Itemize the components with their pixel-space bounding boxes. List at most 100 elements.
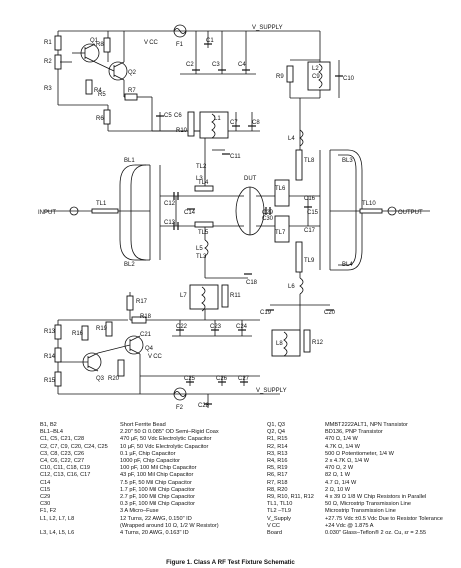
- part-ref: C15: [40, 486, 51, 493]
- part-description: MMBT2222ALT1, NPN Transistor: [325, 422, 408, 428]
- label-l4: L4: [288, 136, 295, 142]
- part-description: 2.7 pF, 100 Mil Chip Capacitor: [120, 494, 195, 501]
- part-description: 4.7 Ω, 1/4 W: [325, 479, 357, 486]
- part-ref: R3, R13: [267, 450, 288, 457]
- label-r3: R3: [44, 86, 52, 92]
- label-r5: R5: [98, 92, 106, 98]
- label-l3: L3: [196, 176, 203, 182]
- r13-resistor: [54, 324, 62, 340]
- part-description: 470 Ω, 1/4 W: [325, 436, 358, 443]
- l2-inductor-box: [307, 61, 331, 91]
- part-description: 43 pF, 100 Mil Chip Capacitor: [120, 472, 194, 479]
- label-c2: C2: [186, 62, 194, 68]
- label-q1: Q1: [90, 38, 99, 44]
- part-ref: BL1–BL4: [40, 429, 64, 436]
- label-r20: R20: [108, 376, 120, 382]
- r19-resistor: [105, 321, 113, 337]
- part-ref: C1, C5, C21, C28: [40, 436, 85, 443]
- q4-transistor: [124, 335, 144, 355]
- part-description: 3 A Micro–Fuse: [120, 508, 159, 515]
- figure-caption: Figure 1. Class A RF Test Fixture Schema…: [166, 559, 295, 566]
- parts-list-row: L3, L4, L5, L6 4 Turns, 20 AWG, 0.163" ID…: [40, 530, 450, 537]
- part-ref: V CC: [267, 522, 280, 529]
- label-r15: R15: [44, 378, 56, 384]
- part-description: 4 Turns, 20 AWG, 0.163" ID: [120, 530, 189, 537]
- part-ref: R5, R19: [267, 465, 288, 472]
- label-r4: R4: [94, 88, 102, 94]
- label-r12: R12: [312, 340, 324, 346]
- label-c15: C15: [307, 210, 319, 216]
- label-c30: C30: [262, 216, 274, 222]
- label-c25: C25: [184, 376, 196, 382]
- tl5-line: [194, 221, 214, 228]
- label-c10: C10: [343, 76, 355, 82]
- part-ref: C29: [40, 494, 51, 501]
- tl9-line: [295, 241, 303, 273]
- part-ref: TL1, TL10: [267, 501, 293, 508]
- part-description: 4.7K Ω, 1/4 W: [325, 443, 360, 450]
- label-tl4: TL4: [198, 180, 209, 186]
- r8-resistor: [103, 37, 111, 53]
- label-r8: R8: [96, 42, 104, 48]
- label-vsupply-top: V_SUPPLY: [252, 25, 283, 31]
- part-description: Microstrip Transmission Line: [325, 508, 396, 515]
- label-tl1: TL1: [96, 201, 107, 207]
- label-r10: R10: [176, 128, 188, 134]
- label-c19: C19: [260, 310, 272, 316]
- input-connector: [69, 206, 79, 216]
- label-q2: Q2: [128, 70, 137, 76]
- r17-resistor: [126, 295, 134, 311]
- bottom-bias-network: [54, 292, 311, 408]
- label-tl7: TL7: [275, 230, 286, 236]
- label-tl6: TL6: [275, 186, 286, 192]
- tl8-line: [295, 149, 303, 181]
- label-c24: C24: [236, 324, 248, 330]
- r18-resistor: [131, 316, 147, 324]
- label-bl2: BL2: [124, 262, 135, 268]
- part-ref: C2, C7, C9, C20, C24, C25: [40, 443, 108, 450]
- part-description: 7.5 pF, 50 Mil Chip Capacitor: [120, 479, 192, 486]
- label-tl3: TL3: [196, 254, 207, 260]
- tl1-line: [91, 208, 119, 214]
- part-description: +24 Vdc @ 1.875 A: [325, 522, 374, 529]
- part-ref: Board: [267, 530, 282, 537]
- label-c9: C9: [312, 74, 320, 80]
- label-c1: C1: [206, 38, 214, 44]
- l1-inductor-box: [199, 111, 229, 139]
- label-c18: C18: [246, 280, 258, 286]
- label-output: OUTPUT: [398, 210, 423, 216]
- part-ref: C14: [40, 479, 51, 486]
- label-c7: C7: [230, 120, 238, 126]
- part-ref: R6, R17: [267, 472, 288, 479]
- part-description: 500 Ω Potentiometer, 1/4 W: [325, 450, 394, 457]
- label-vcc-bottom: V CC: [148, 354, 163, 360]
- label-r14: R14: [44, 354, 56, 360]
- label-r7: R7: [128, 88, 136, 94]
- label-c27: C27: [238, 376, 250, 382]
- tl10-line: [359, 208, 383, 214]
- part-ref: L3, L4, L5, L6: [40, 530, 75, 537]
- output-connector: [387, 206, 397, 216]
- part-ref: C30: [40, 501, 51, 508]
- label-c3: C3: [212, 62, 220, 68]
- part-ref: R7, R18: [267, 479, 288, 486]
- part-ref: L1, L2, L7, L8: [40, 515, 75, 522]
- label-c29: C29: [262, 210, 274, 216]
- r14-resistor: [54, 347, 62, 363]
- label-r19: R19: [96, 326, 108, 332]
- r4-resistor: [85, 79, 93, 95]
- part-description: 2 Ω, 10 W: [325, 486, 351, 493]
- r6-resistor: [103, 109, 111, 125]
- q2-transistor: [108, 61, 128, 81]
- r15-resistor: [54, 371, 62, 387]
- l4-inductor: [299, 129, 304, 147]
